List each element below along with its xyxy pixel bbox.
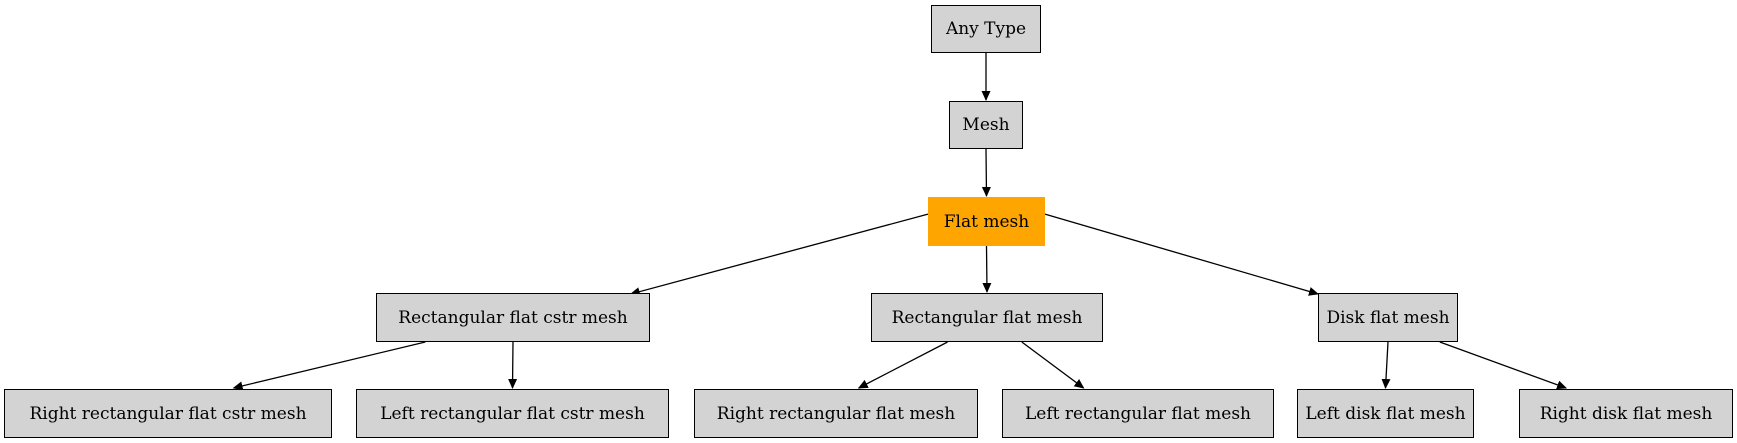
node-label: Rectangular flat cstr mesh (398, 307, 628, 328)
node-label: Any Type (945, 19, 1027, 39)
node-right-rectangular-flat-cstr-mesh[interactable]: Right rectangular flat cstr mesh (4, 389, 332, 438)
edge-mesh-to-flat (981, 148, 991, 197)
node-label: Right rectangular flat cstr mesh (29, 403, 307, 424)
edge-rfc-to-rrfc (232, 341, 426, 391)
edge-flat-to-rfc (629, 213, 929, 297)
node-left-rectangular-flat-cstr-mesh[interactable]: Left rectangular flat cstr mesh (356, 389, 669, 438)
node-label: Right rectangular flat mesh (716, 403, 956, 424)
node-left-disk-flat-mesh[interactable]: Left disk flat mesh (1297, 389, 1474, 438)
edge-rf-to-rrf (857, 341, 948, 389)
node-flat-mesh[interactable]: Flat mesh (928, 197, 1045, 246)
node-label: Flat mesh (943, 211, 1030, 232)
node-left-rectangular-flat-mesh[interactable]: Left rectangular flat mesh (1002, 389, 1274, 438)
node-rectangular-flat-mesh[interactable]: Rectangular flat mesh (871, 293, 1103, 342)
edge-df-to-rdf (1439, 341, 1568, 390)
edge-flat-to-df (1044, 213, 1319, 296)
node-any-type[interactable]: Any Type (931, 5, 1041, 53)
edge-rfc-to-lrfc (508, 341, 518, 389)
node-right-disk-flat-mesh[interactable]: Right disk flat mesh (1519, 389, 1733, 438)
node-label: Left rectangular flat cstr mesh (380, 403, 645, 424)
node-label: Right disk flat mesh (1539, 403, 1713, 424)
edge-flat-to-rf (982, 245, 992, 293)
node-label: Left rectangular flat mesh (1025, 403, 1251, 424)
node-label: Left disk flat mesh (1305, 403, 1466, 424)
edge-rf-to-lrf (1021, 341, 1085, 389)
node-label: Mesh (962, 115, 1010, 135)
node-disk-flat-mesh[interactable]: Disk flat mesh (1318, 293, 1458, 342)
edge-df-to-ldf (1381, 341, 1391, 389)
node-right-rectangular-flat-mesh[interactable]: Right rectangular flat mesh (694, 389, 978, 438)
node-mesh[interactable]: Mesh (949, 101, 1023, 149)
node-rectangular-flat-cstr-mesh[interactable]: Rectangular flat cstr mesh (376, 293, 650, 342)
node-label: Disk flat mesh (1326, 307, 1450, 328)
node-label: Rectangular flat mesh (891, 307, 1083, 328)
